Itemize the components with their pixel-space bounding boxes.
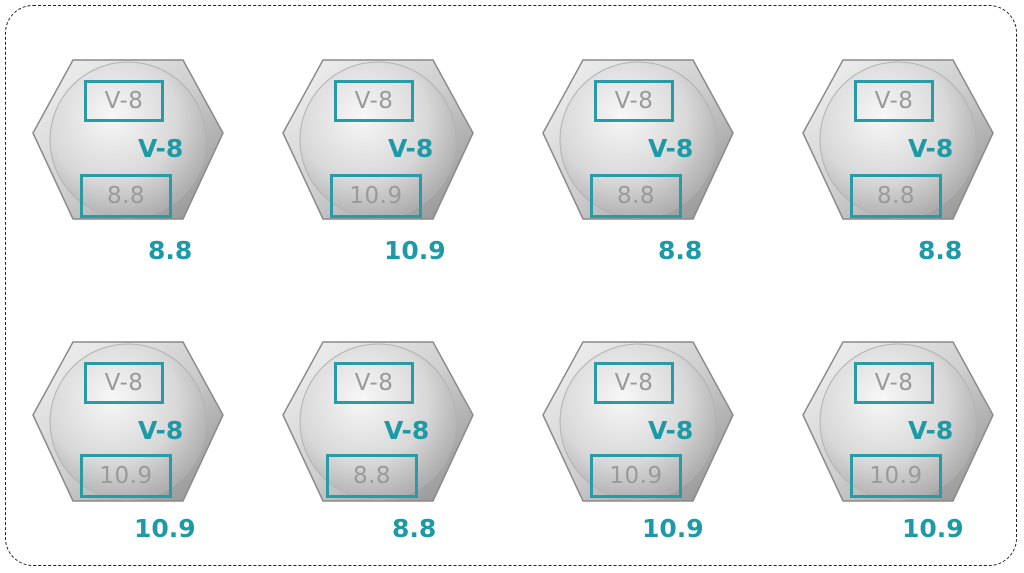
head-mark-box: V-8 xyxy=(84,362,164,404)
head-mark-box: V-8 xyxy=(594,362,674,404)
head-mark-label: V-8 xyxy=(138,134,184,163)
head-mark-label: V-8 xyxy=(384,416,430,445)
bolt-head-1: V-8 V-8 8.8 xyxy=(28,56,228,236)
bolt-head-6: V-8 V-8 8.8 xyxy=(278,338,478,518)
grade-label: 8.8 xyxy=(392,514,437,543)
head-mark-label: V-8 xyxy=(388,134,434,163)
grade-mark-box: 10.9 xyxy=(850,454,942,498)
bolt-head-3: V-8 V-8 8.8 xyxy=(538,56,738,236)
grade-label: 8.8 xyxy=(918,236,963,265)
bolt-head-2: V-8 V-8 10.9 xyxy=(278,56,478,236)
grade-mark-box: 8.8 xyxy=(80,174,172,218)
grade-mark-box: 10.9 xyxy=(330,174,422,218)
grade-label: 8.8 xyxy=(148,236,193,265)
grade-mark-box: 10.9 xyxy=(590,454,682,498)
grade-label: 10.9 xyxy=(642,514,704,543)
head-mark-box: V-8 xyxy=(594,80,674,122)
grade-label: 10.9 xyxy=(134,514,196,543)
grade-mark-box: 8.8 xyxy=(850,174,942,218)
grade-mark-box: 10.9 xyxy=(80,454,172,498)
diagram-frame xyxy=(5,5,1017,566)
head-mark-label: V-8 xyxy=(648,134,694,163)
head-mark-label: V-8 xyxy=(908,134,954,163)
head-mark-box: V-8 xyxy=(854,362,934,404)
head-mark-label: V-8 xyxy=(138,416,184,445)
hex-bolt-icon xyxy=(282,341,474,502)
head-mark-label: V-8 xyxy=(908,416,954,445)
grade-mark-box: 8.8 xyxy=(326,454,418,498)
head-mark-label: V-8 xyxy=(648,416,694,445)
bolt-head-8: V-8 V-8 10.9 xyxy=(798,338,998,518)
bolt-head-5: V-8 V-8 10.9 xyxy=(28,338,228,518)
head-mark-box: V-8 xyxy=(334,80,414,122)
head-mark-box: V-8 xyxy=(334,362,414,404)
grade-mark-box: 8.8 xyxy=(590,174,682,218)
head-mark-box: V-8 xyxy=(854,80,934,122)
bolt-head-4: V-8 V-8 8.8 xyxy=(798,56,998,236)
grade-label: 10.9 xyxy=(902,514,964,543)
grade-label: 10.9 xyxy=(384,236,446,265)
head-mark-box: V-8 xyxy=(84,80,164,122)
bolt-head-7: V-8 V-8 10.9 xyxy=(538,338,738,518)
grade-label: 8.8 xyxy=(658,236,703,265)
